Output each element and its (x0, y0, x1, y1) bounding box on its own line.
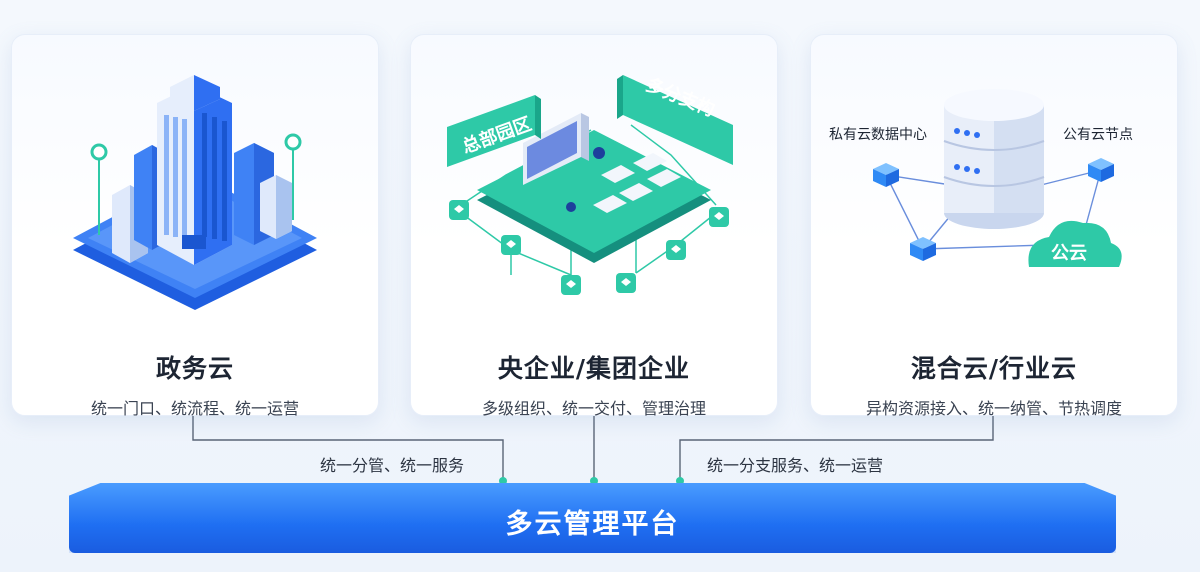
card-description: 多级组织、统一交付、管理治理 (481, 399, 706, 418)
public-node-label: 公有云节点 (1063, 127, 1133, 143)
platform-title: 多云管理平台 (505, 509, 680, 540)
card-government-cloud: 政务云 统一门口、统流程、统一运营 (11, 34, 379, 418)
card-description: 统一门口、统流程、统一运营 (90, 399, 299, 418)
card-hybrid-cloud: 公云 私有云数据中心 公有云节点 混合云/行业云 异构资源接入、统一纳管、节热调… (810, 34, 1178, 418)
card-title: 政务云 (155, 354, 234, 383)
card-title: 混合云/行业云 (910, 354, 1078, 383)
card-description: 异构资源接入、统一纳管、节热调度 (865, 399, 1122, 418)
card-title: 央企业/集团企业 (497, 354, 691, 383)
card-enterprise-group: 总部园区 多分支构 央企业/集团企业 多级组织、统一交付、管理治理 (410, 34, 778, 418)
private-cloud-label: 私有云数据中心 (829, 127, 927, 143)
hybrid-cloud-icon: 公云 私有云数据中心 公有云节点 (829, 89, 1133, 267)
connector-label-right: 统一分支服务、统一运营 (707, 456, 884, 475)
connector-label-left: 统一分管、统一服务 (320, 456, 465, 475)
multi-cloud-platform-bar: 多云管理平台 (69, 483, 1116, 553)
enterprise-network-icon: 总部园区 多分支构 (447, 74, 733, 295)
government-building-icon (73, 75, 317, 310)
public-cloud-label: 公云 (1051, 243, 1087, 264)
